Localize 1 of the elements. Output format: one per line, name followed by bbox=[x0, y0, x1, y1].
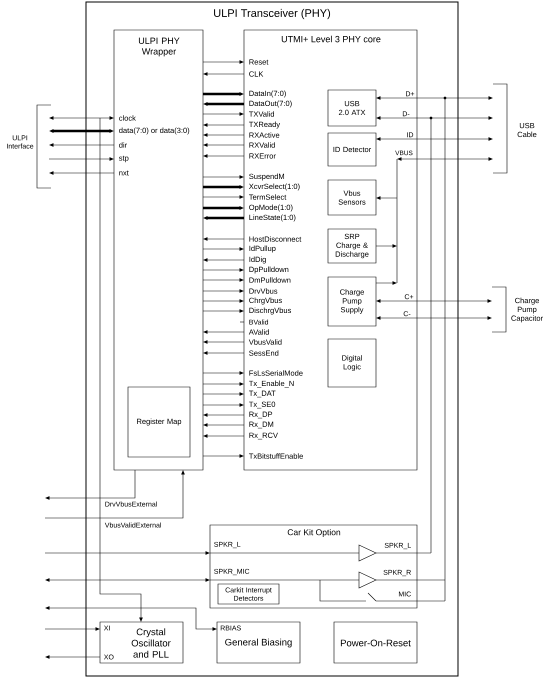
block-box: Power-On-Reset bbox=[334, 622, 418, 664]
